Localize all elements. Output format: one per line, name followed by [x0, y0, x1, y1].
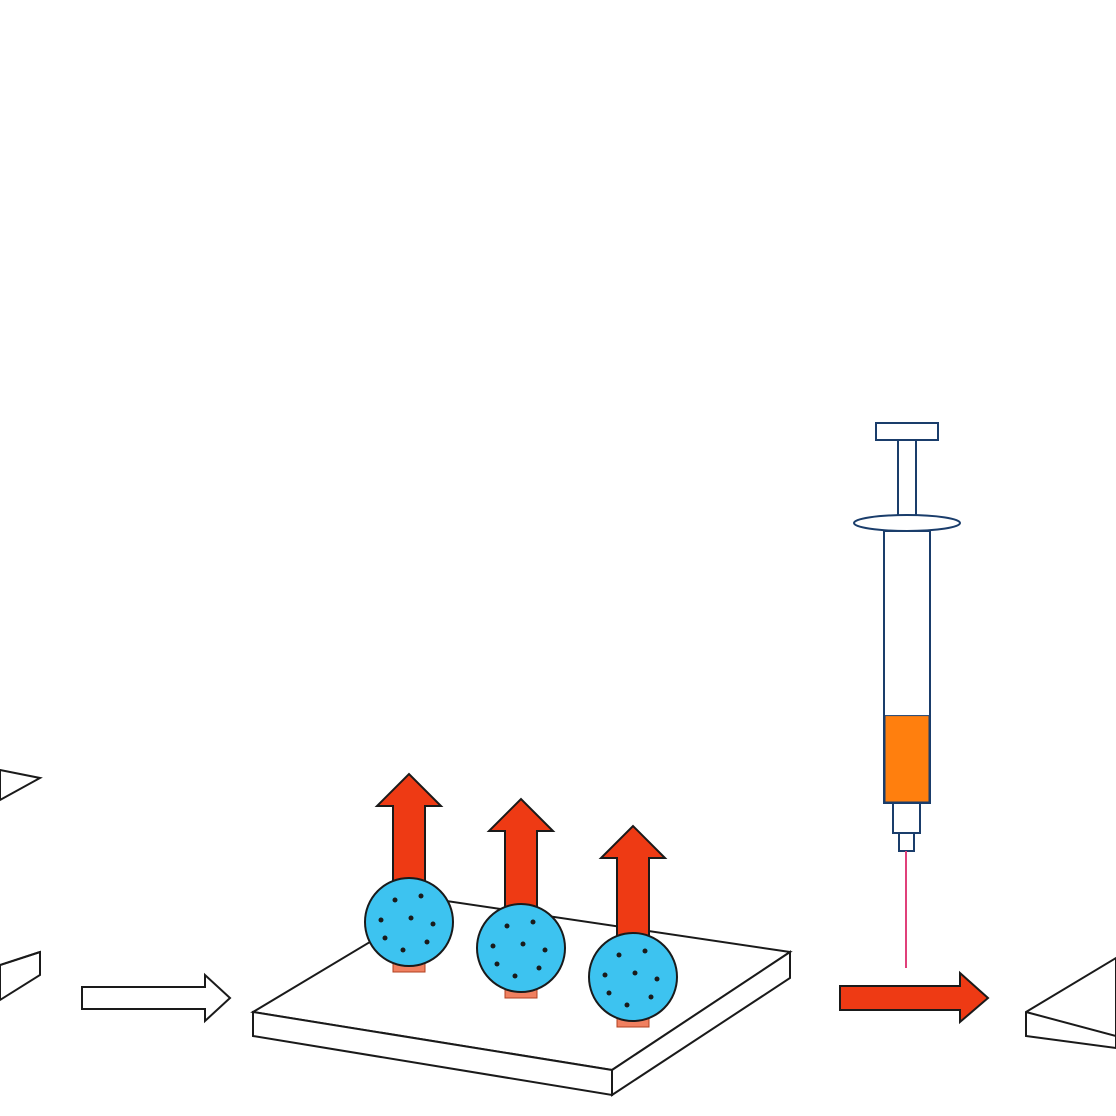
bead-1-dot — [430, 921, 436, 927]
bead-2-dot — [512, 973, 518, 979]
bead-1-dot — [424, 939, 430, 945]
bead-1-dot — [378, 917, 384, 923]
bead-2 — [476, 797, 566, 999]
syringe — [853, 422, 961, 968]
bead-2-up-arrow — [486, 797, 556, 915]
bead-3-up-arrow — [598, 824, 668, 944]
left-slide-edge — [0, 951, 41, 966]
right-slide-edge — [1025, 1011, 1116, 1037]
syringe-hub-tip — [898, 832, 915, 852]
bead-2-dot — [530, 919, 536, 925]
syringe-plunger-rod — [897, 439, 917, 517]
bead-2-dot — [542, 947, 548, 953]
bead-1-dot — [382, 935, 388, 941]
bead-2-dot — [494, 961, 500, 967]
bead-1-dot — [418, 893, 424, 899]
bead-3-dot — [616, 952, 622, 958]
bead-3-dot — [606, 990, 612, 996]
right-slide-top — [1025, 956, 1116, 1050]
red-arrow — [839, 970, 990, 1025]
bead-3 — [588, 824, 678, 1028]
bead-1-sphere — [364, 877, 454, 967]
bead-1-up-arrow — [374, 772, 444, 889]
syringe-flange — [853, 514, 961, 532]
bead-2-dot — [520, 941, 526, 947]
syringe-liquid — [884, 715, 930, 803]
bead-3-dot — [654, 976, 660, 982]
bead-2-sphere — [476, 903, 566, 993]
bead-3-dot — [624, 1002, 630, 1008]
left-slide-top-back — [0, 768, 43, 802]
beads-layer — [364, 772, 678, 1028]
bead-3-dot — [602, 972, 608, 978]
bead-3-dot — [648, 994, 654, 1000]
bead-1 — [364, 772, 454, 973]
right-slide — [1025, 956, 1116, 1050]
bead-2-dot — [504, 923, 510, 929]
left-slide — [0, 768, 43, 1002]
bead-1-dot — [408, 915, 414, 921]
bead-1-dot — [392, 897, 398, 903]
bead-3-dot — [642, 948, 648, 954]
bead-3-sphere — [588, 932, 678, 1022]
syringe-plunger-cap — [875, 422, 939, 441]
bead-2-dot — [490, 943, 496, 949]
bead-3-dot — [632, 970, 638, 976]
bead-1-dot — [400, 947, 406, 953]
middle-slide-side — [611, 950, 791, 1097]
hollow-arrow — [81, 972, 232, 1024]
bead-2-dot — [536, 965, 542, 971]
syringe-hub — [892, 802, 921, 834]
